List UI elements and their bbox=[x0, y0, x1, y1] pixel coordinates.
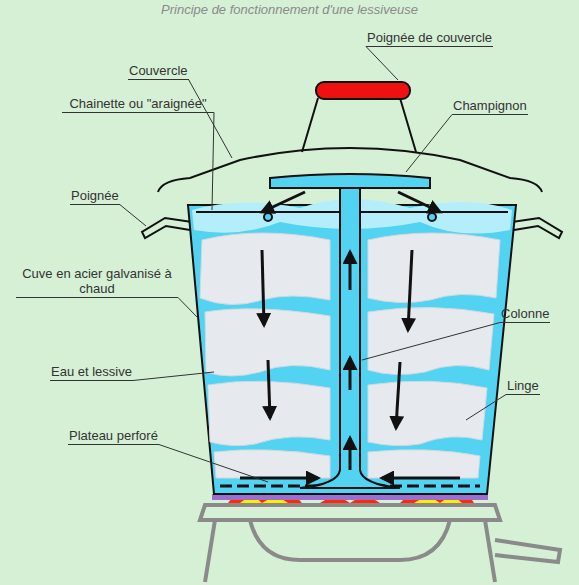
part-label: Poignée bbox=[70, 188, 120, 205]
lid bbox=[158, 98, 542, 192]
leader-line bbox=[189, 80, 232, 159]
leader-line bbox=[159, 445, 268, 483]
leader-line bbox=[120, 205, 146, 227]
part-label: Colonne bbox=[500, 306, 550, 323]
part-label: Couvercle bbox=[128, 63, 189, 80]
part-label: Eau et lessive bbox=[50, 364, 133, 381]
part-label: Champignon bbox=[452, 98, 528, 115]
part-label: Plateau perforé bbox=[68, 428, 159, 445]
stove bbox=[200, 505, 560, 582]
column bbox=[270, 174, 430, 488]
leader-line bbox=[366, 47, 398, 81]
leader-line bbox=[178, 298, 198, 319]
part-label: Chainette ou "araignée" bbox=[62, 96, 214, 113]
part-label: Poignée de couvercle bbox=[366, 30, 493, 47]
leader-line bbox=[406, 115, 452, 173]
leader-line bbox=[362, 323, 500, 361]
lid-handle bbox=[316, 82, 410, 99]
leader-line bbox=[133, 372, 214, 381]
leader-line bbox=[466, 395, 506, 421]
flow-arrows bbox=[240, 192, 460, 478]
title: Principe de fonctionnement d'une lessive… bbox=[0, 2, 579, 17]
part-label: Linge bbox=[506, 378, 540, 395]
leader-line bbox=[212, 113, 214, 211]
part-label: Cuve en acier galvanisé à chaud bbox=[16, 266, 178, 298]
